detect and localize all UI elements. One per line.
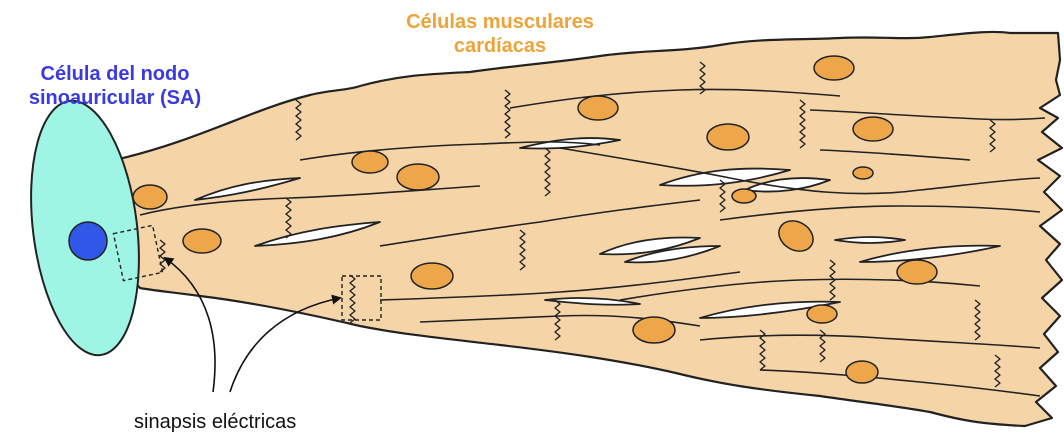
muscle-nucleus (853, 167, 873, 179)
muscle-nucleus (897, 260, 937, 284)
sa-node-label-line: Célula del nodo (0, 62, 230, 86)
sa-nucleus (69, 222, 107, 260)
muscle-nucleus (411, 263, 453, 289)
cardiac-muscle-tissue (115, 32, 1062, 426)
muscle-nucleus (133, 185, 167, 209)
muscle-nucleus (578, 96, 618, 120)
muscle-nucleus (846, 361, 878, 383)
sa-node-label: Célula del nodo sinoauricular (SA) (0, 62, 230, 110)
muscle-nucleus (732, 189, 756, 203)
muscle-cells-label: Células musculares cardíacas (330, 10, 670, 58)
muscle-nucleus (853, 117, 893, 141)
electrical-synapse-label: sinapsis eléctricas (134, 410, 364, 434)
muscle-nucleus (397, 164, 439, 190)
sa-node-label-line: sinoauricular (SA) (0, 86, 230, 110)
muscle-nucleus (633, 317, 675, 343)
muscle-nucleus (807, 305, 837, 323)
muscle-nucleus (814, 56, 854, 80)
cell-gap (835, 237, 905, 243)
muscle-nucleus (183, 229, 221, 253)
muscle-nucleus (352, 151, 388, 173)
muscle-cells-label-line: Células musculares (330, 10, 670, 34)
muscle-nucleus (707, 124, 749, 150)
muscle-cells-label-line: cardíacas (330, 34, 670, 58)
